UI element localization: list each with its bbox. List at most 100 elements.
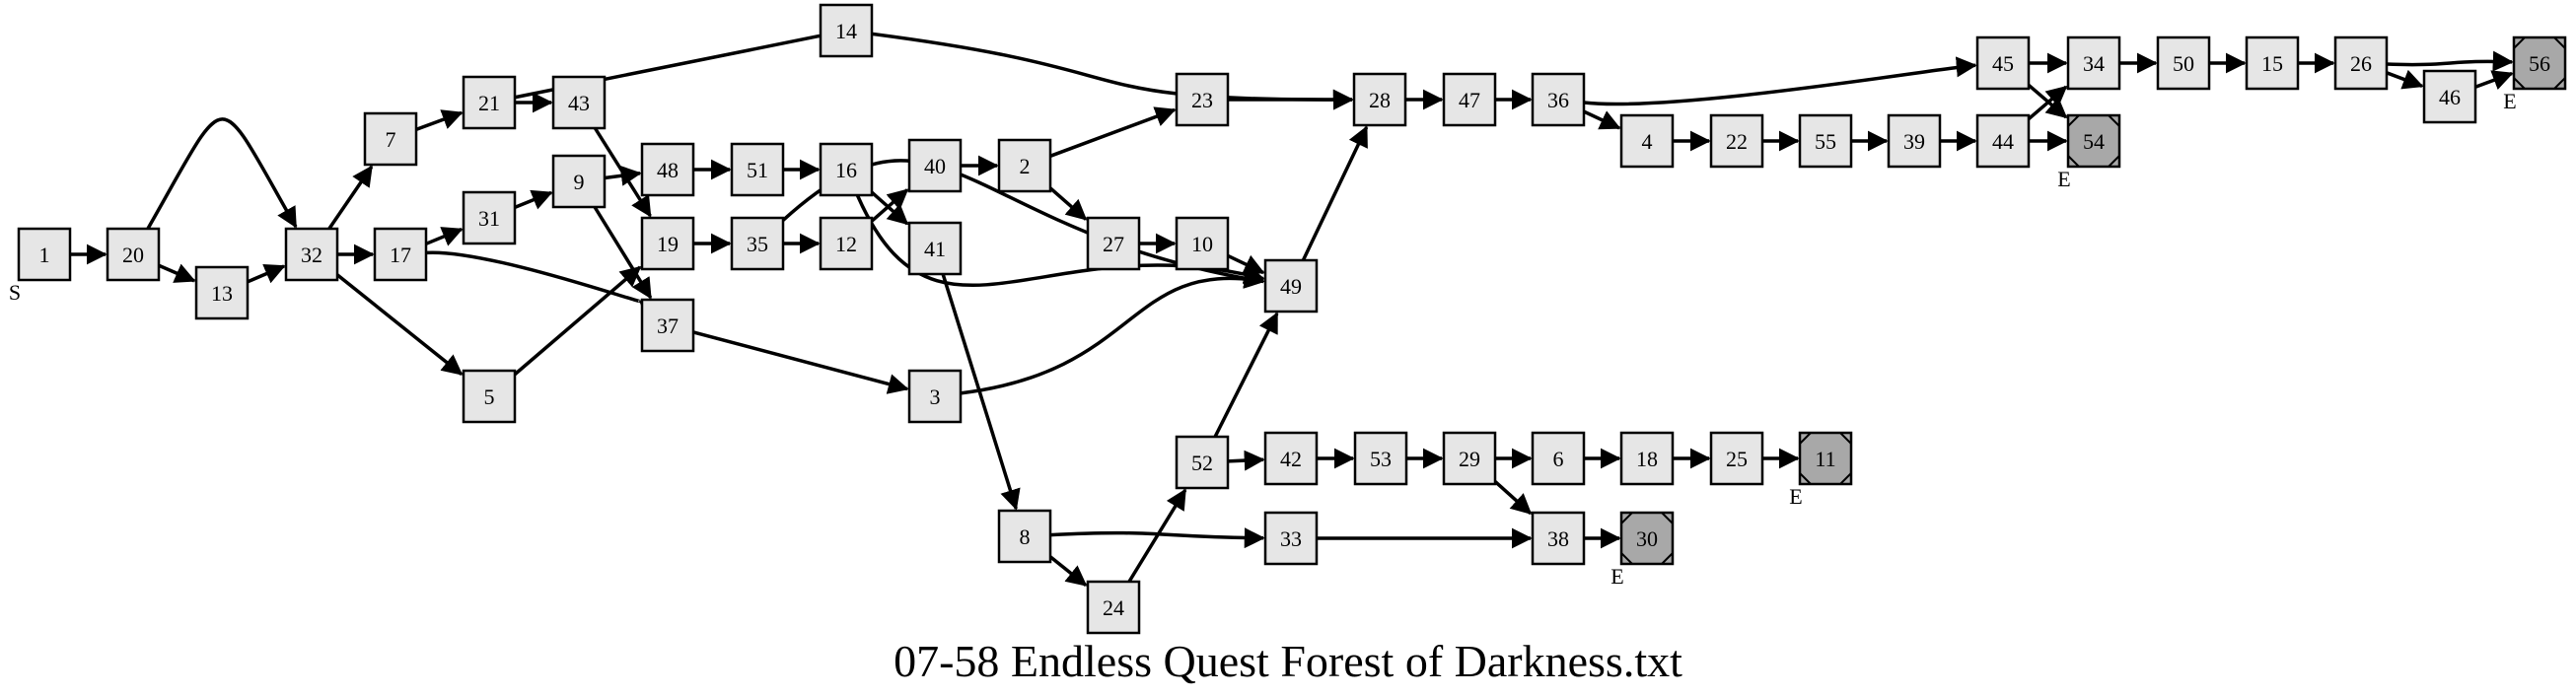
edge-49-to-28 xyxy=(1301,125,1369,261)
node-16: 16 xyxy=(819,142,874,197)
node-box xyxy=(997,509,1052,564)
node-22: 22 xyxy=(1709,113,1764,169)
node-label: 35 xyxy=(747,232,768,256)
edge-21-to-14 xyxy=(514,22,839,100)
node-label: 23 xyxy=(1191,88,1213,112)
node-45: 45 xyxy=(1975,35,2031,91)
node-27: 27 xyxy=(1086,216,1141,271)
node-box xyxy=(819,216,874,271)
node-42: 42 xyxy=(1263,431,1319,486)
node-label: 50 xyxy=(2173,51,2194,76)
node-label: 8 xyxy=(1020,524,1031,549)
node-19: 19 xyxy=(640,216,695,271)
node-label: 13 xyxy=(211,281,233,306)
node-label: 40 xyxy=(924,154,946,178)
node-label: 46 xyxy=(2439,85,2461,109)
node-label: 34 xyxy=(2083,51,2105,76)
node-box xyxy=(640,298,695,353)
node-54: 54 xyxy=(2066,113,2121,169)
node-box xyxy=(1442,431,1497,486)
end-tag-30: E xyxy=(1610,564,1623,589)
edge-24-to-52 xyxy=(1127,488,1187,583)
node-26: 26 xyxy=(2333,35,2389,91)
node-box xyxy=(1175,216,1230,271)
node-box xyxy=(1263,511,1319,566)
edge-3-to-49 xyxy=(960,267,1265,395)
node-box xyxy=(551,75,607,130)
node-52: 52 xyxy=(1175,435,1230,490)
node-label: 31 xyxy=(478,206,500,231)
node-box xyxy=(551,154,607,209)
edge-5-to-19 xyxy=(513,265,642,377)
node-box xyxy=(1975,35,2031,91)
node-41: 41 xyxy=(907,221,963,276)
node-30: 30 xyxy=(1619,511,1675,566)
node-38: 38 xyxy=(1531,511,1586,566)
node-label: 27 xyxy=(1103,232,1124,256)
node-label: 28 xyxy=(1369,88,1391,112)
node-box xyxy=(730,216,785,271)
edge-36-to-4 xyxy=(1583,109,1621,130)
node-box xyxy=(819,142,874,197)
node-6: 6 xyxy=(1531,431,1586,486)
edge-32-to-5 xyxy=(335,273,464,376)
node-box xyxy=(730,142,785,197)
node-box xyxy=(2512,35,2567,91)
edge-29-to-38 xyxy=(1493,480,1533,516)
node-box xyxy=(1531,431,1586,486)
node-label: 51 xyxy=(747,158,768,182)
node-label: 54 xyxy=(2083,129,2105,154)
edge-8-to-24 xyxy=(1048,555,1088,587)
edge-14-to-28 xyxy=(871,32,1354,110)
node-label: 15 xyxy=(2261,51,2283,76)
node-label: 7 xyxy=(386,127,396,152)
node-box xyxy=(907,221,963,276)
edge-37-to-3 xyxy=(692,330,909,394)
node-10: 10 xyxy=(1175,216,1230,271)
node-label: 42 xyxy=(1280,447,1302,471)
edge-26-to-46 xyxy=(2386,69,2424,90)
node-37: 37 xyxy=(640,298,695,353)
edge-12-to-40 xyxy=(870,188,909,223)
node-20: 20 xyxy=(106,227,161,282)
node-35: 35 xyxy=(730,216,785,271)
end-marker-corners xyxy=(1620,512,1674,565)
node-label: 48 xyxy=(657,158,679,182)
node-box xyxy=(1619,431,1675,486)
node-14: 14 xyxy=(819,3,874,58)
edge-17-to-31 xyxy=(425,227,464,246)
node-29: 29 xyxy=(1442,431,1497,486)
node-label: 38 xyxy=(1547,526,1569,551)
node-4: 4 xyxy=(1619,113,1675,169)
node-label: 11 xyxy=(1815,447,1835,471)
node-9: 9 xyxy=(551,154,607,209)
node-label: 17 xyxy=(390,243,411,267)
edge-7-to-21 xyxy=(415,109,464,132)
node-label: 39 xyxy=(1903,129,1925,154)
node-box xyxy=(1975,113,2031,169)
node-label: 24 xyxy=(1103,595,1124,620)
node-label: 2 xyxy=(1020,154,1031,178)
node-18: 18 xyxy=(1619,431,1675,486)
node-46: 46 xyxy=(2422,69,2477,124)
edge-26-to-56 xyxy=(2386,50,2514,72)
node-box xyxy=(462,369,517,424)
node-label: 55 xyxy=(1815,129,1836,154)
node-box xyxy=(1619,511,1675,566)
node-box xyxy=(284,227,339,282)
edge-46-to-56 xyxy=(2474,70,2514,91)
node-box xyxy=(363,111,418,167)
end-marker-corners xyxy=(1799,432,1852,485)
node-label: 29 xyxy=(1459,447,1480,471)
node-box xyxy=(2066,35,2121,91)
end-tag-54: E xyxy=(2057,167,2070,191)
node-box xyxy=(1263,431,1319,486)
node-box xyxy=(1352,72,1407,127)
edge-41-to-8 xyxy=(941,273,1021,511)
node-label: 1 xyxy=(39,243,50,267)
node-box xyxy=(997,138,1052,193)
edge-20-to-32 xyxy=(146,117,298,230)
node-box xyxy=(1175,435,1230,490)
node-15: 15 xyxy=(2245,35,2300,91)
